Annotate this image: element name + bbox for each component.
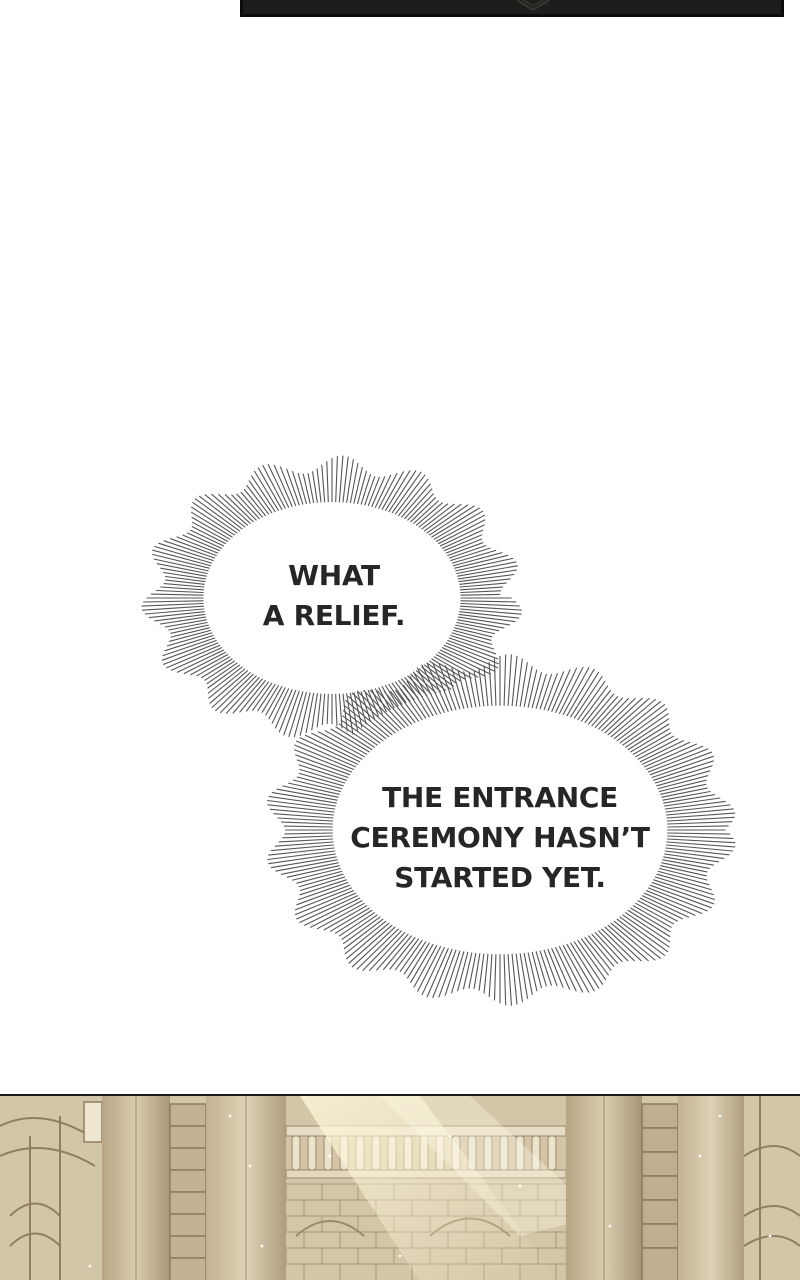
- castle-hall-illustration: [0, 1096, 800, 1280]
- speech-bubble-2: [266, 654, 736, 1006]
- top-panel: [240, 0, 784, 17]
- bubble-2-line-1: THE ENTRANCE: [382, 781, 618, 814]
- speech-bubble-1: [141, 455, 522, 739]
- bubble-2-line-2: CEREMONY HASN’T: [350, 821, 650, 854]
- speech-bubble-1-text: WHAT A RELIEF.: [214, 556, 454, 636]
- speech-bubble-2-text: THE ENTRANCE CEREMONY HASN’T STARTED YET…: [320, 778, 680, 898]
- bubble-1-line-2: A RELIEF.: [262, 599, 406, 632]
- bottom-panel-castle-hall: [0, 1094, 800, 1280]
- bubble-2-line-3: STARTED YET.: [394, 861, 606, 894]
- bubble-1-line-1: WHAT: [288, 559, 380, 592]
- ornament-icon: [516, 0, 550, 12]
